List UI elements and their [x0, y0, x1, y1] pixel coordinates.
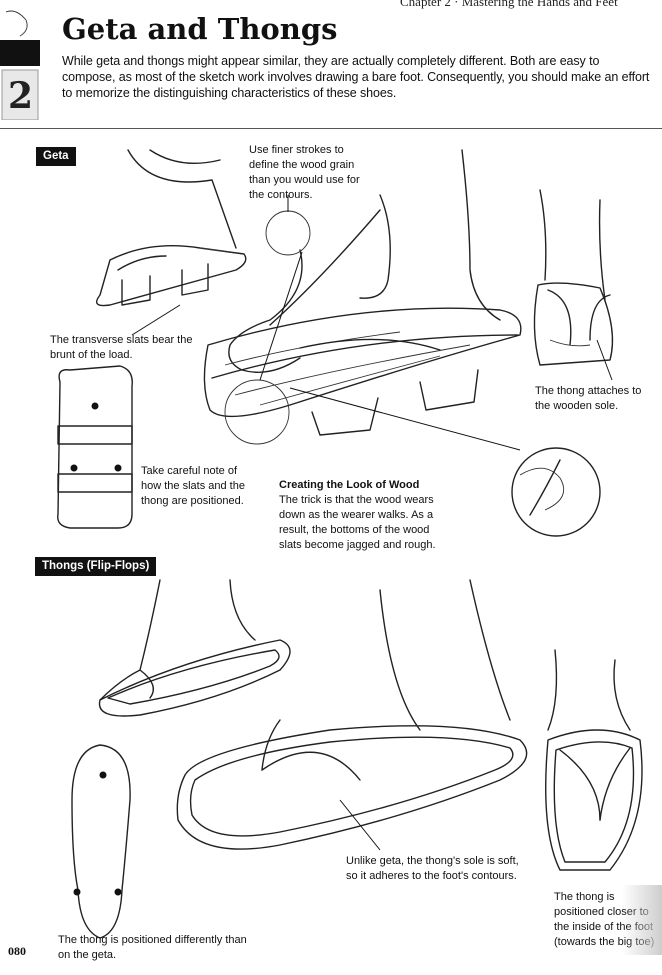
note-placement: Take careful note of how the slats and t… [141, 465, 245, 507]
note-slats: The transverse slats bear the brunt of t… [50, 334, 193, 361]
page-number: 080 [8, 944, 26, 958]
note-wood: Creating the Look of Wood The trick is t… [279, 478, 439, 553]
chapter-badge: 2 [0, 10, 40, 120]
page-title: Geta and Thongs [62, 12, 338, 46]
thong-detail-circle [511, 447, 601, 537]
chapter-number: 2 [8, 75, 33, 117]
geta-side-view [96, 149, 247, 307]
geta-illustrations [57, 149, 614, 537]
divider [0, 128, 662, 129]
note-wood-title: Creating the Look of Wood [279, 479, 420, 491]
note-positioned: The thong is positioned differently than… [58, 934, 247, 961]
intro-paragraph: While geta and thongs might appear simil… [62, 54, 650, 100]
thong-side-view [98, 579, 291, 717]
thong-illustrations [71, 579, 643, 939]
note-attach: The thong attaches to the wooden sole. [535, 385, 642, 412]
geta-sole-diagram [57, 365, 133, 529]
note-wood-grain: Use finer strokes to define the wood gra… [249, 144, 360, 201]
page-curl-shadow [622, 885, 662, 955]
section-label-geta: Geta [36, 147, 76, 166]
geta-main-view [203, 149, 522, 445]
thong-front-view [545, 649, 643, 871]
section-label-thongs: Thongs (Flip-Flops) [35, 557, 157, 576]
thong-main-view [176, 579, 528, 850]
note-soft-sole: Unlike geta, the thong's sole is soft, s… [346, 855, 519, 882]
geta-front-view [533, 189, 614, 366]
note-wood-body: The trick is that the wood wears down as… [279, 494, 436, 551]
thong-sole-diagram [71, 744, 131, 939]
chapter-running-head: Chapter 2 · Mastering the Hands and Feet [400, 0, 618, 9]
